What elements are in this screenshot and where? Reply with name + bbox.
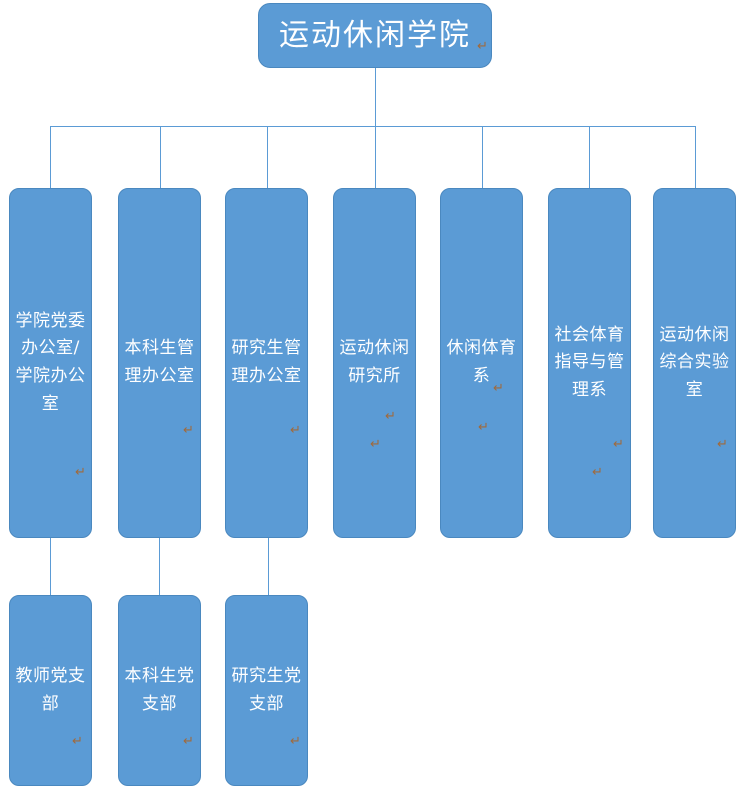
branch-node-label: 研究生党支部 xyxy=(231,665,302,714)
connector-drop-6 xyxy=(589,126,590,188)
branch-node-undergrad-party[interactable]: 本科生党支部 xyxy=(118,595,201,786)
dept-node-party-office[interactable]: 学院党委办公室/学院办公室 xyxy=(9,188,92,538)
root-node-label: 运动休闲学院 xyxy=(279,17,471,53)
connector-horizontal-bus xyxy=(50,126,695,127)
connector-drop-3 xyxy=(267,126,268,188)
dept-node-label: 学院党委办公室/学院办公室 xyxy=(15,310,86,414)
dept-node-leisure-sports[interactable]: 休闲体育系 xyxy=(440,188,523,538)
connector-branch-2 xyxy=(159,538,160,595)
connector-root-stem xyxy=(375,68,376,127)
dept-node-social-sports[interactable]: 社会体育指导与管理系 xyxy=(548,188,631,538)
connector-drop-5 xyxy=(482,126,483,188)
dept-node-label: 运动休闲研究所 xyxy=(339,338,410,386)
connector-branch-1 xyxy=(50,538,51,595)
dept-node-research-institute[interactable]: 运动休闲研究所 xyxy=(333,188,416,538)
dept-node-graduate-office[interactable]: 研究生管理办公室 xyxy=(225,188,308,538)
dept-node-label: 运动休闲综合实验室 xyxy=(659,324,730,400)
dept-node-comprehensive-lab[interactable]: 运动休闲综合实验室 xyxy=(653,188,736,538)
connector-drop-4 xyxy=(375,126,376,188)
branch-node-label: 教师党支部 xyxy=(15,665,86,714)
connector-drop-1 xyxy=(50,126,51,188)
connector-branch-3 xyxy=(268,538,269,595)
branch-node-graduate-party[interactable]: 研究生党支部 xyxy=(225,595,308,786)
dept-node-label: 休闲体育系 xyxy=(446,338,517,386)
dept-node-undergrad-office[interactable]: 本科生管理办公室 xyxy=(118,188,201,538)
branch-node-teacher-party[interactable]: 教师党支部 xyxy=(9,595,92,786)
connector-drop-7 xyxy=(695,126,696,188)
dept-node-label: 社会体育指导与管理系 xyxy=(554,324,625,400)
root-node-sports-leisure-college[interactable]: 运动休闲学院 xyxy=(258,3,492,68)
dept-node-label: 本科生管理办公室 xyxy=(124,338,195,386)
dept-node-label: 研究生管理办公室 xyxy=(231,338,302,386)
branch-node-label: 本科生党支部 xyxy=(124,665,195,714)
connector-drop-2 xyxy=(160,126,161,188)
